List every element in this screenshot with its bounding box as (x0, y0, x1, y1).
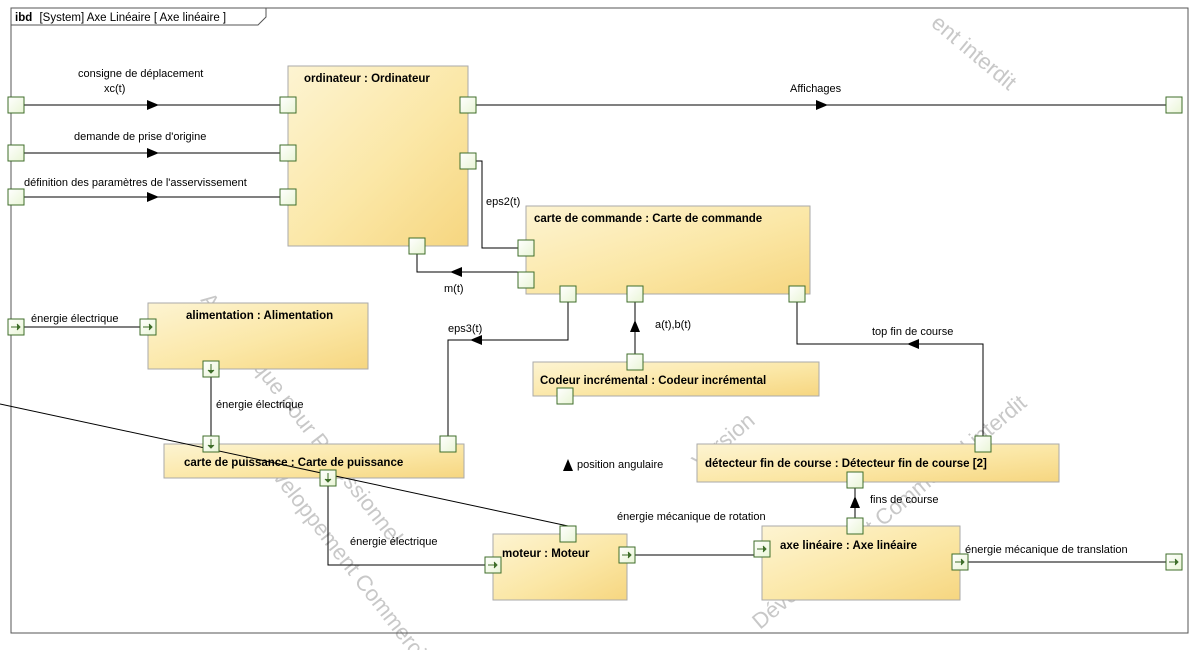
port[interactable] (559, 525, 577, 543)
arrow-right-icon (488, 561, 498, 569)
flow-label-prise-origine: demande de prise d'origine (74, 131, 206, 143)
port[interactable] (7, 144, 25, 162)
port[interactable] (279, 188, 297, 206)
arrow-up-icon (563, 459, 573, 471)
arrow-down-icon (324, 473, 332, 483)
flow-label-top-fin: top fin de course (872, 326, 953, 338)
block-label: carte de puissance : Carte de puissance (184, 457, 403, 469)
connector-puiss-moteur[interactable] (327, 486, 485, 566)
flow-label-energie-in: énergie électrique (31, 313, 118, 325)
connector-top-fin[interactable] (796, 302, 984, 436)
port[interactable] (559, 285, 577, 303)
flow-label-eps2: eps2(t) (486, 196, 520, 208)
port[interactable] (459, 152, 477, 170)
flow-label-meca-translation: énergie mécanique de translation (965, 544, 1128, 556)
flow-label-meca-rotation: énergie mécanique de rotation (617, 511, 766, 523)
arrow-up-icon (850, 496, 860, 508)
flow-label-eps3: eps3(t) (448, 323, 482, 335)
port[interactable] (279, 144, 297, 162)
flow-label-alim-puiss: énergie électrique (216, 399, 303, 411)
port[interactable] (626, 285, 644, 303)
flow-label-affichages: Affichages (790, 83, 842, 95)
watermark-text: ent interdit (927, 10, 1022, 95)
arrow-right-icon (816, 100, 828, 110)
arrow-left-icon (907, 339, 919, 349)
port[interactable] (517, 271, 535, 289)
connector-eps3[interactable] (447, 302, 569, 436)
port[interactable] (846, 517, 864, 535)
flow-labels: consigne de déplacement xc(t) demande de… (24, 68, 1128, 556)
arrow-down-icon (207, 439, 215, 449)
arrow-right-icon (11, 323, 21, 331)
arrow-right-icon (757, 545, 767, 553)
port[interactable] (788, 285, 806, 303)
port[interactable] (974, 435, 992, 453)
connector-m[interactable] (416, 254, 518, 273)
frame-keyword: ibd (15, 12, 32, 24)
arrow-right-icon (143, 323, 153, 331)
port-direction-marks (11, 323, 1179, 569)
arrow-right-icon (147, 148, 159, 158)
port[interactable] (279, 96, 297, 114)
arrow-right-icon (622, 551, 632, 559)
port[interactable] (517, 239, 535, 257)
block-label: Codeur incrémental : Codeur incrémental (540, 375, 766, 387)
port[interactable] (1165, 96, 1183, 114)
block-axe-lineaire[interactable]: axe linéaire : Axe linéaire (761, 525, 961, 601)
block-ordinateur[interactable]: ordinateur : Ordinateur (287, 65, 469, 247)
port[interactable] (459, 96, 477, 114)
block-moteur[interactable]: moteur : Moteur (492, 533, 628, 601)
flow-label-position: position angulaire (577, 459, 663, 471)
port[interactable] (626, 353, 644, 371)
flow-label-consigne: consigne de déplacement (78, 68, 203, 80)
frame-header-tab (11, 8, 267, 26)
port[interactable] (439, 435, 457, 453)
arrow-right-icon (955, 558, 965, 566)
flow-arrows (147, 100, 919, 508)
flow-label-m: m(t) (444, 283, 464, 295)
port[interactable] (7, 96, 25, 114)
block-label: axe linéaire : Axe linéaire (780, 540, 917, 552)
arrow-right-icon (147, 100, 159, 110)
flow-label-consigne-var: xc(t) (104, 83, 125, 95)
connector-position[interactable] (0, 403, 569, 527)
block-codeur[interactable]: Codeur incrémental : Codeur incrémental (532, 361, 820, 397)
block-alimentation[interactable]: alimentation : Alimentation (147, 302, 369, 370)
block-label: carte de commande : Carte de commande (534, 213, 762, 225)
block-carte-commande[interactable]: carte de commande : Carte de commande (525, 205, 811, 295)
block-label: détecteur fin de course : Détecteur fin … (705, 458, 987, 470)
block-label: ordinateur : Ordinateur (304, 73, 430, 85)
arrow-left-icon (470, 335, 482, 345)
flow-label-parametres: définition des paramètres de l'asserviss… (24, 177, 247, 189)
arrow-down-icon (207, 364, 215, 374)
arrow-right-icon (147, 192, 159, 202)
frame-title: [System] Axe Linéaire [ Axe linéaire ] (39, 12, 226, 24)
port[interactable] (556, 387, 574, 405)
arrow-right-icon (1169, 558, 1179, 566)
block-detecteur[interactable]: détecteur fin de course : Détecteur fin … (696, 443, 1060, 483)
flow-label-fins-course: fins de course (870, 494, 938, 506)
svg-text:ibd [System] Axe Linéaire: ibd [System] Axe Linéaire [ Axe linéaire… (15, 12, 226, 24)
port[interactable] (408, 237, 426, 255)
arrow-left-icon (450, 267, 462, 277)
connector-eps2[interactable] (476, 160, 518, 249)
arrow-up-icon (630, 320, 640, 332)
port[interactable] (7, 188, 25, 206)
flow-label-puiss-moteur: énergie électrique (350, 536, 437, 548)
block-label: moteur : Moteur (502, 548, 590, 560)
block-label: alimentation : Alimentation (186, 310, 333, 322)
port[interactable] (846, 471, 864, 489)
flow-label-ab: a(t),b(t) (655, 319, 691, 331)
